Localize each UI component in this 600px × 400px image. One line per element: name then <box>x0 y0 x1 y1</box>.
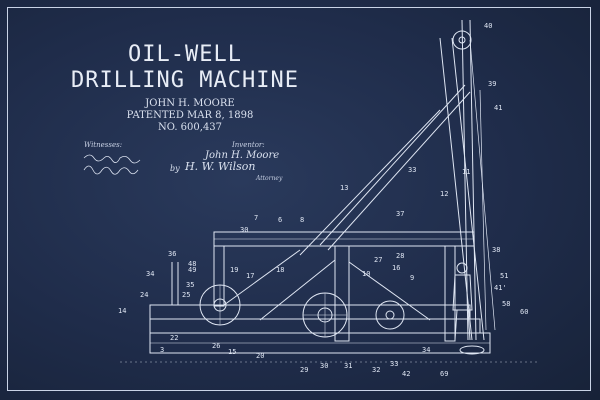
part-callout-label: 26 <box>212 342 220 350</box>
part-callout-label: 15 <box>228 348 236 356</box>
sand-reel-hub <box>385 310 395 320</box>
walking-beam-brace <box>299 109 441 256</box>
title-line-1: OIL-WELL <box>128 42 242 67</box>
part-callout-label: 42 <box>402 370 410 378</box>
attorney-prefix: by <box>170 164 180 173</box>
patent-number: NO. 600,437 <box>157 122 223 133</box>
part-callout-label: 32 <box>372 366 380 374</box>
part-callout-label: 30 <box>240 226 248 234</box>
part-callout-label: 36 <box>168 250 176 258</box>
inventor-name: JOHN H. MOORE <box>145 98 235 109</box>
sand-reel <box>375 300 405 330</box>
part-callout-label: 35 <box>186 281 194 289</box>
operator-body <box>452 274 473 311</box>
part-callout-label: 37 <box>396 210 404 218</box>
lower-brace <box>348 261 431 321</box>
rear-post <box>444 245 456 342</box>
part-callout-label: 22 <box>170 334 178 342</box>
walking-beam-brace <box>327 91 471 251</box>
part-callout-label: 58 <box>502 300 510 308</box>
part-callout-label: 17 <box>246 272 254 280</box>
part-callout-label: 60 <box>520 308 528 316</box>
part-callout-label: 27 <box>374 256 382 264</box>
part-callout-label: 9 <box>410 274 414 282</box>
part-callout-label: 51 <box>500 272 508 280</box>
part-callout-label: 19 <box>230 266 238 274</box>
part-callout-label: 11 <box>462 168 470 176</box>
lower-brace <box>259 259 336 321</box>
part-callout-label: 34 <box>146 270 154 278</box>
part-callout-label: 14 <box>118 307 126 315</box>
part-callout-label: 8 <box>300 216 304 224</box>
part-callout-label: 49 <box>188 266 196 274</box>
derrick-leg <box>451 37 485 341</box>
part-callout-label: 33 <box>408 166 416 174</box>
part-callout-label: 28 <box>396 252 404 260</box>
base-sill-upper <box>149 304 471 320</box>
part-callout-label: 7 <box>254 214 258 222</box>
inventor-signature: John H. Moore <box>205 150 280 161</box>
front-post <box>213 245 225 307</box>
well-casing <box>459 345 485 355</box>
part-callout-label: 16 <box>392 264 400 272</box>
base-sill-middle <box>149 318 481 334</box>
patent-date: PATENTED MAR 8, 1898 <box>126 110 254 121</box>
blueprint-border-frame <box>7 7 591 391</box>
derrick-leg <box>461 19 469 341</box>
part-callout-label: 34 <box>422 346 430 354</box>
attorney-signature: H. W. Wilson <box>185 160 256 173</box>
part-callout-label: 39 <box>488 80 496 88</box>
lower-brace <box>223 249 301 306</box>
part-callout-label: 6 <box>278 216 282 224</box>
part-callout-label: 41' <box>494 284 507 292</box>
part-callout-label: 30 <box>320 362 328 370</box>
witness-signatures <box>83 154 141 175</box>
part-callout-label: 31 <box>344 362 352 370</box>
title-line-2: DRILLING MACHINE <box>71 68 299 93</box>
drill-cable <box>479 89 487 331</box>
part-callout-label: 33 <box>390 360 398 368</box>
part-callout-label: 3 <box>160 346 164 354</box>
attorney-label: Attorney <box>256 175 283 182</box>
part-callout-label: 12 <box>440 190 448 198</box>
part-callout-label: 13 <box>340 184 348 192</box>
walking-beam-brace <box>319 84 466 246</box>
part-callout-label: 20 <box>256 352 264 360</box>
part-callout-label: 48 <box>188 260 196 268</box>
part-callout-label: 29 <box>300 366 308 374</box>
part-callout-label: 25 <box>182 291 190 299</box>
part-callout-label: 18 <box>276 266 284 274</box>
inventor-label: Inventor: <box>232 141 265 149</box>
operator-leg <box>467 309 471 341</box>
operator-head <box>456 262 468 274</box>
crown-pulley <box>452 30 472 50</box>
operator-leg <box>454 309 458 341</box>
part-callout-label: 24 <box>140 291 148 299</box>
part-callout-label: 10 <box>362 270 370 278</box>
samson-post <box>334 245 350 342</box>
part-callout-label: 41 <box>494 104 502 112</box>
derrick-leg <box>469 19 477 341</box>
part-callout-label: 69 <box>440 370 448 378</box>
witnesses-label: Witnesses: <box>84 141 123 149</box>
crown-pulley-hub <box>458 36 466 44</box>
part-callout-label: 38 <box>492 246 500 254</box>
part-callout-label: 40 <box>484 22 492 30</box>
